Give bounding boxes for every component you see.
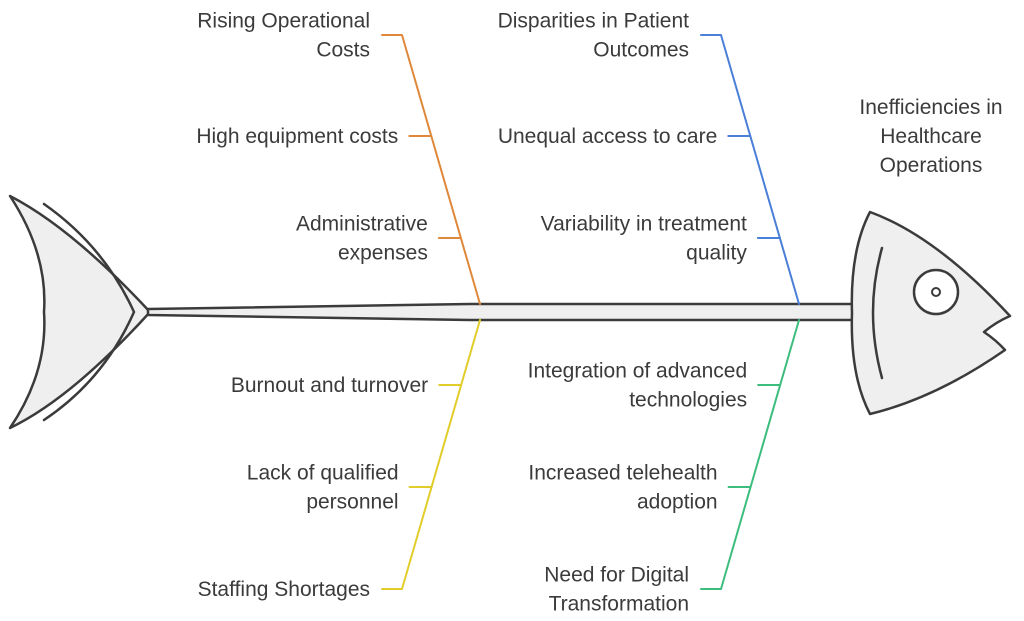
cause-label-digital-0-line: technologies: [629, 389, 747, 412]
category-label-staffing: Staffing Shortages: [198, 578, 370, 601]
cause-label-staffing-1: Lack of qualified personnel: [247, 462, 399, 514]
cause-label-digital-1: Increased telehealth adoption: [528, 462, 717, 514]
cause-label-costs-1: Administrative expenses: [296, 213, 428, 265]
cause-label-digital-1-line: adoption: [637, 491, 718, 514]
fish-eye-pupil: [931, 287, 941, 297]
bones-layer: [381, 34, 800, 590]
category-label-digital-line: Transformation: [549, 593, 689, 616]
cause-label-staffing-0: Burnout and turnover: [231, 374, 428, 397]
cause-label-costs-0-line: High equipment costs: [196, 125, 398, 148]
bone-outcomes: [700, 34, 800, 305]
category-label-staffing-line: Staffing Shortages: [198, 578, 370, 601]
cause-label-outcomes-1-line: Variability in treatment: [541, 213, 747, 236]
cause-label-staffing-1-line: personnel: [306, 491, 398, 514]
fish-gill-line: [871, 246, 884, 380]
cause-label-outcomes-0-line: Unequal access to care: [498, 125, 717, 148]
cause-label-outcomes-1: Variability in treatment quality: [541, 213, 748, 265]
cause-label-digital-0: Integration of advanced technologies: [528, 360, 748, 412]
problem-statement-line: Healthcare: [880, 125, 982, 148]
fish-tail-shape: [8, 194, 152, 430]
bone-digital: [700, 319, 800, 590]
bone-staffing: [381, 319, 481, 590]
fish-spine: [146, 302, 860, 322]
problem-statement-line: Inefficiencies in: [859, 96, 1002, 119]
cause-label-costs-0: High equipment costs: [196, 125, 398, 148]
cause-label-outcomes-0: Unequal access to care: [498, 125, 717, 148]
cause-label-outcomes-1-line: quality: [686, 242, 747, 265]
category-label-digital-line: Need for Digital: [544, 564, 689, 587]
problem-statement-line: Operations: [880, 154, 983, 177]
fish-tail-inner-line: [42, 202, 136, 422]
bone-costs: [381, 34, 481, 305]
category-label-outcomes-line: Disparities in Patient: [498, 10, 690, 33]
cause-label-digital-0-line: Integration of advanced: [528, 360, 748, 383]
category-label-costs-line: Rising Operational: [197, 10, 370, 33]
cause-label-staffing-1-line: Lack of qualified: [247, 462, 399, 485]
category-label-outcomes-line: Outcomes: [593, 39, 689, 62]
cause-label-costs-1-line: Administrative: [296, 213, 428, 236]
cause-label-digital-1-line: Increased telehealth: [528, 462, 717, 485]
cause-label-costs-1-line: expenses: [338, 242, 428, 265]
cause-label-staffing-0-line: Burnout and turnover: [231, 374, 428, 397]
category-label-costs-line: Costs: [316, 39, 370, 62]
